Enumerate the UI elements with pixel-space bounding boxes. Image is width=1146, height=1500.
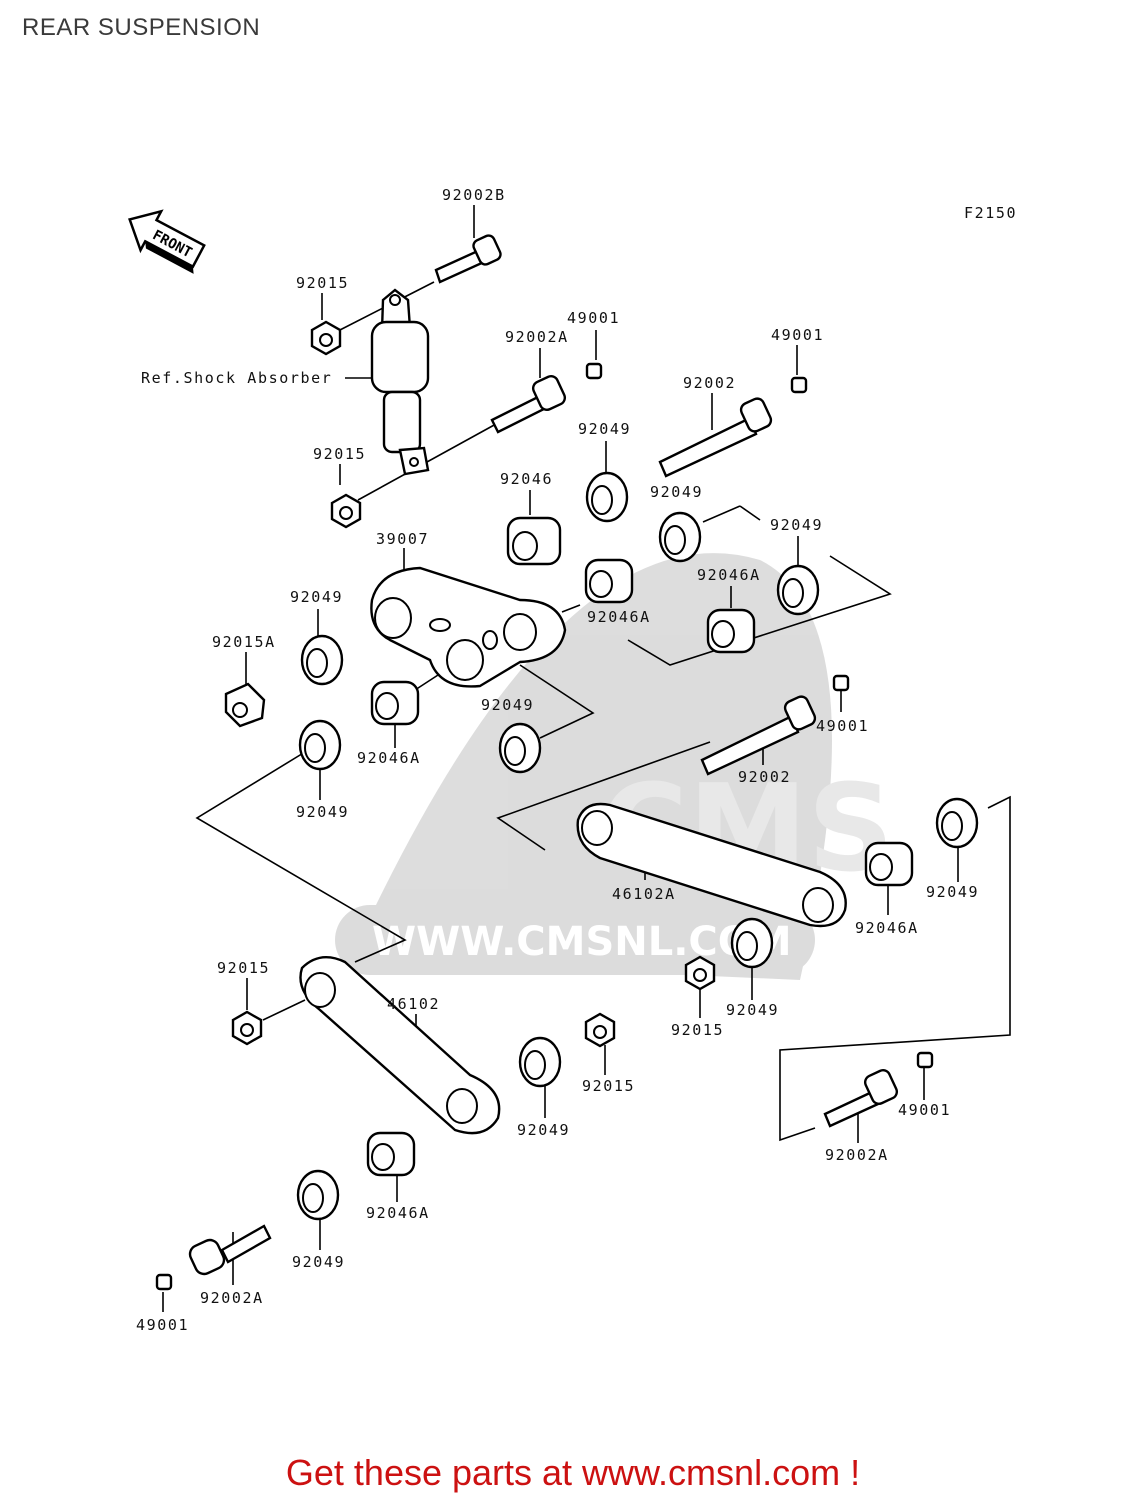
callout-label: 92015A bbox=[212, 633, 276, 651]
bearing-92046a-a bbox=[584, 558, 634, 604]
callout-label: 46102A bbox=[612, 885, 676, 903]
callout-label: 92015 bbox=[671, 1021, 724, 1039]
grease-nipple-1 bbox=[585, 362, 603, 380]
tie-rod-46102a bbox=[576, 802, 847, 928]
bolt-92002a-top bbox=[490, 375, 567, 434]
callout-label: 49001 bbox=[136, 1316, 189, 1334]
bearing-92046a-e bbox=[366, 1131, 416, 1177]
grease-nipple-4 bbox=[916, 1051, 934, 1069]
callout-label: 49001 bbox=[771, 326, 824, 344]
nut-92015-left bbox=[231, 1010, 263, 1046]
collar-92049-e bbox=[298, 719, 342, 771]
collar-92049-h bbox=[730, 917, 774, 969]
callout-label: 92049 bbox=[650, 483, 703, 501]
bearing-92046a-d bbox=[864, 841, 914, 887]
callout-label: 92002A bbox=[505, 328, 569, 346]
callout-label: 92049 bbox=[770, 516, 823, 534]
callout-label: 92049 bbox=[926, 883, 979, 901]
grease-nipple-5 bbox=[155, 1273, 173, 1291]
callout-label: 92015 bbox=[313, 445, 366, 463]
bolt-92002b bbox=[434, 234, 502, 284]
rocker-arm-39007 bbox=[370, 566, 567, 688]
callout-label: 92049 bbox=[517, 1121, 570, 1139]
callout-label: 92046A bbox=[855, 919, 919, 937]
nut-92015-shock bbox=[330, 493, 362, 529]
callout-label: 39007 bbox=[376, 530, 429, 548]
bolt-92002a-right bbox=[823, 1069, 899, 1128]
bolt-92002a-bottom bbox=[188, 1224, 272, 1276]
bearing-92046a-c bbox=[370, 680, 420, 726]
callout-label: 92049 bbox=[292, 1253, 345, 1271]
collar-92049-c bbox=[776, 564, 820, 616]
callout-label: 92002B bbox=[442, 186, 506, 204]
figure-code: F2150 bbox=[964, 204, 1017, 222]
collar-92049-i bbox=[518, 1036, 562, 1088]
callout-label: 92049 bbox=[290, 588, 343, 606]
nut-92015a bbox=[224, 682, 266, 728]
callout-label: 92046A bbox=[587, 608, 651, 626]
front-direction-badge: FRONT bbox=[128, 209, 206, 274]
watermark-url: WWW.CMSNL.COM bbox=[372, 919, 792, 965]
callout-label: 92049 bbox=[481, 696, 534, 714]
callout-label: 92046 bbox=[500, 470, 553, 488]
collar-92049-g bbox=[935, 797, 979, 849]
callout-label: 92049 bbox=[726, 1001, 779, 1019]
callout-label: 49001 bbox=[816, 717, 869, 735]
callout-label: 92002 bbox=[683, 374, 736, 392]
bolt-92002-top bbox=[658, 397, 773, 478]
bearing-92046a-b bbox=[706, 608, 756, 654]
collar-92049-b bbox=[658, 511, 702, 563]
bearing-92046 bbox=[506, 516, 562, 566]
page-title: REAR SUSPENSION bbox=[22, 14, 261, 41]
callout-label: 92015 bbox=[217, 959, 270, 977]
callout-label: 92046A bbox=[366, 1204, 430, 1222]
callout-label: 92002A bbox=[825, 1146, 889, 1164]
nut-92015-center bbox=[584, 1012, 616, 1048]
grease-nipple-2 bbox=[790, 376, 808, 394]
shock-absorber bbox=[370, 288, 430, 476]
callout-label: 92046A bbox=[357, 749, 421, 767]
collar-92049-f bbox=[498, 722, 542, 774]
callout-label: 49001 bbox=[567, 309, 620, 327]
exploded-parts-diagram: CMS WWW.CMSNL.COM F2150 FRONT bbox=[128, 186, 1017, 1334]
callout-label: 92049 bbox=[578, 420, 631, 438]
collar-92049-j bbox=[296, 1169, 340, 1221]
tie-rod-46102 bbox=[299, 956, 501, 1135]
nut-92015-top bbox=[310, 320, 342, 356]
callout-label: Ref.Shock Absorber bbox=[141, 369, 332, 387]
callout-label: 92015 bbox=[582, 1077, 635, 1095]
callout-labels: 92002B 92015 49001 92002A 49001 92002 Re… bbox=[136, 186, 979, 1334]
collar-92049-d bbox=[300, 634, 344, 686]
callout-label: 92046A bbox=[697, 566, 761, 584]
bolt-92002-mid bbox=[700, 695, 817, 776]
callout-label: 92049 bbox=[296, 803, 349, 821]
footer-cta-link[interactable]: Get these parts at www.cmsnl.com ! bbox=[285, 1452, 861, 1493]
callout-label: 49001 bbox=[898, 1101, 951, 1119]
nut-92015-right bbox=[684, 955, 716, 991]
callout-label: 92015 bbox=[296, 274, 349, 292]
callout-label: 92002 bbox=[738, 768, 791, 786]
collar-92049-a bbox=[585, 471, 629, 523]
grease-nipple-3 bbox=[832, 674, 850, 692]
callout-label: 92002A bbox=[200, 1289, 264, 1307]
callout-label: 46102 bbox=[387, 995, 440, 1013]
